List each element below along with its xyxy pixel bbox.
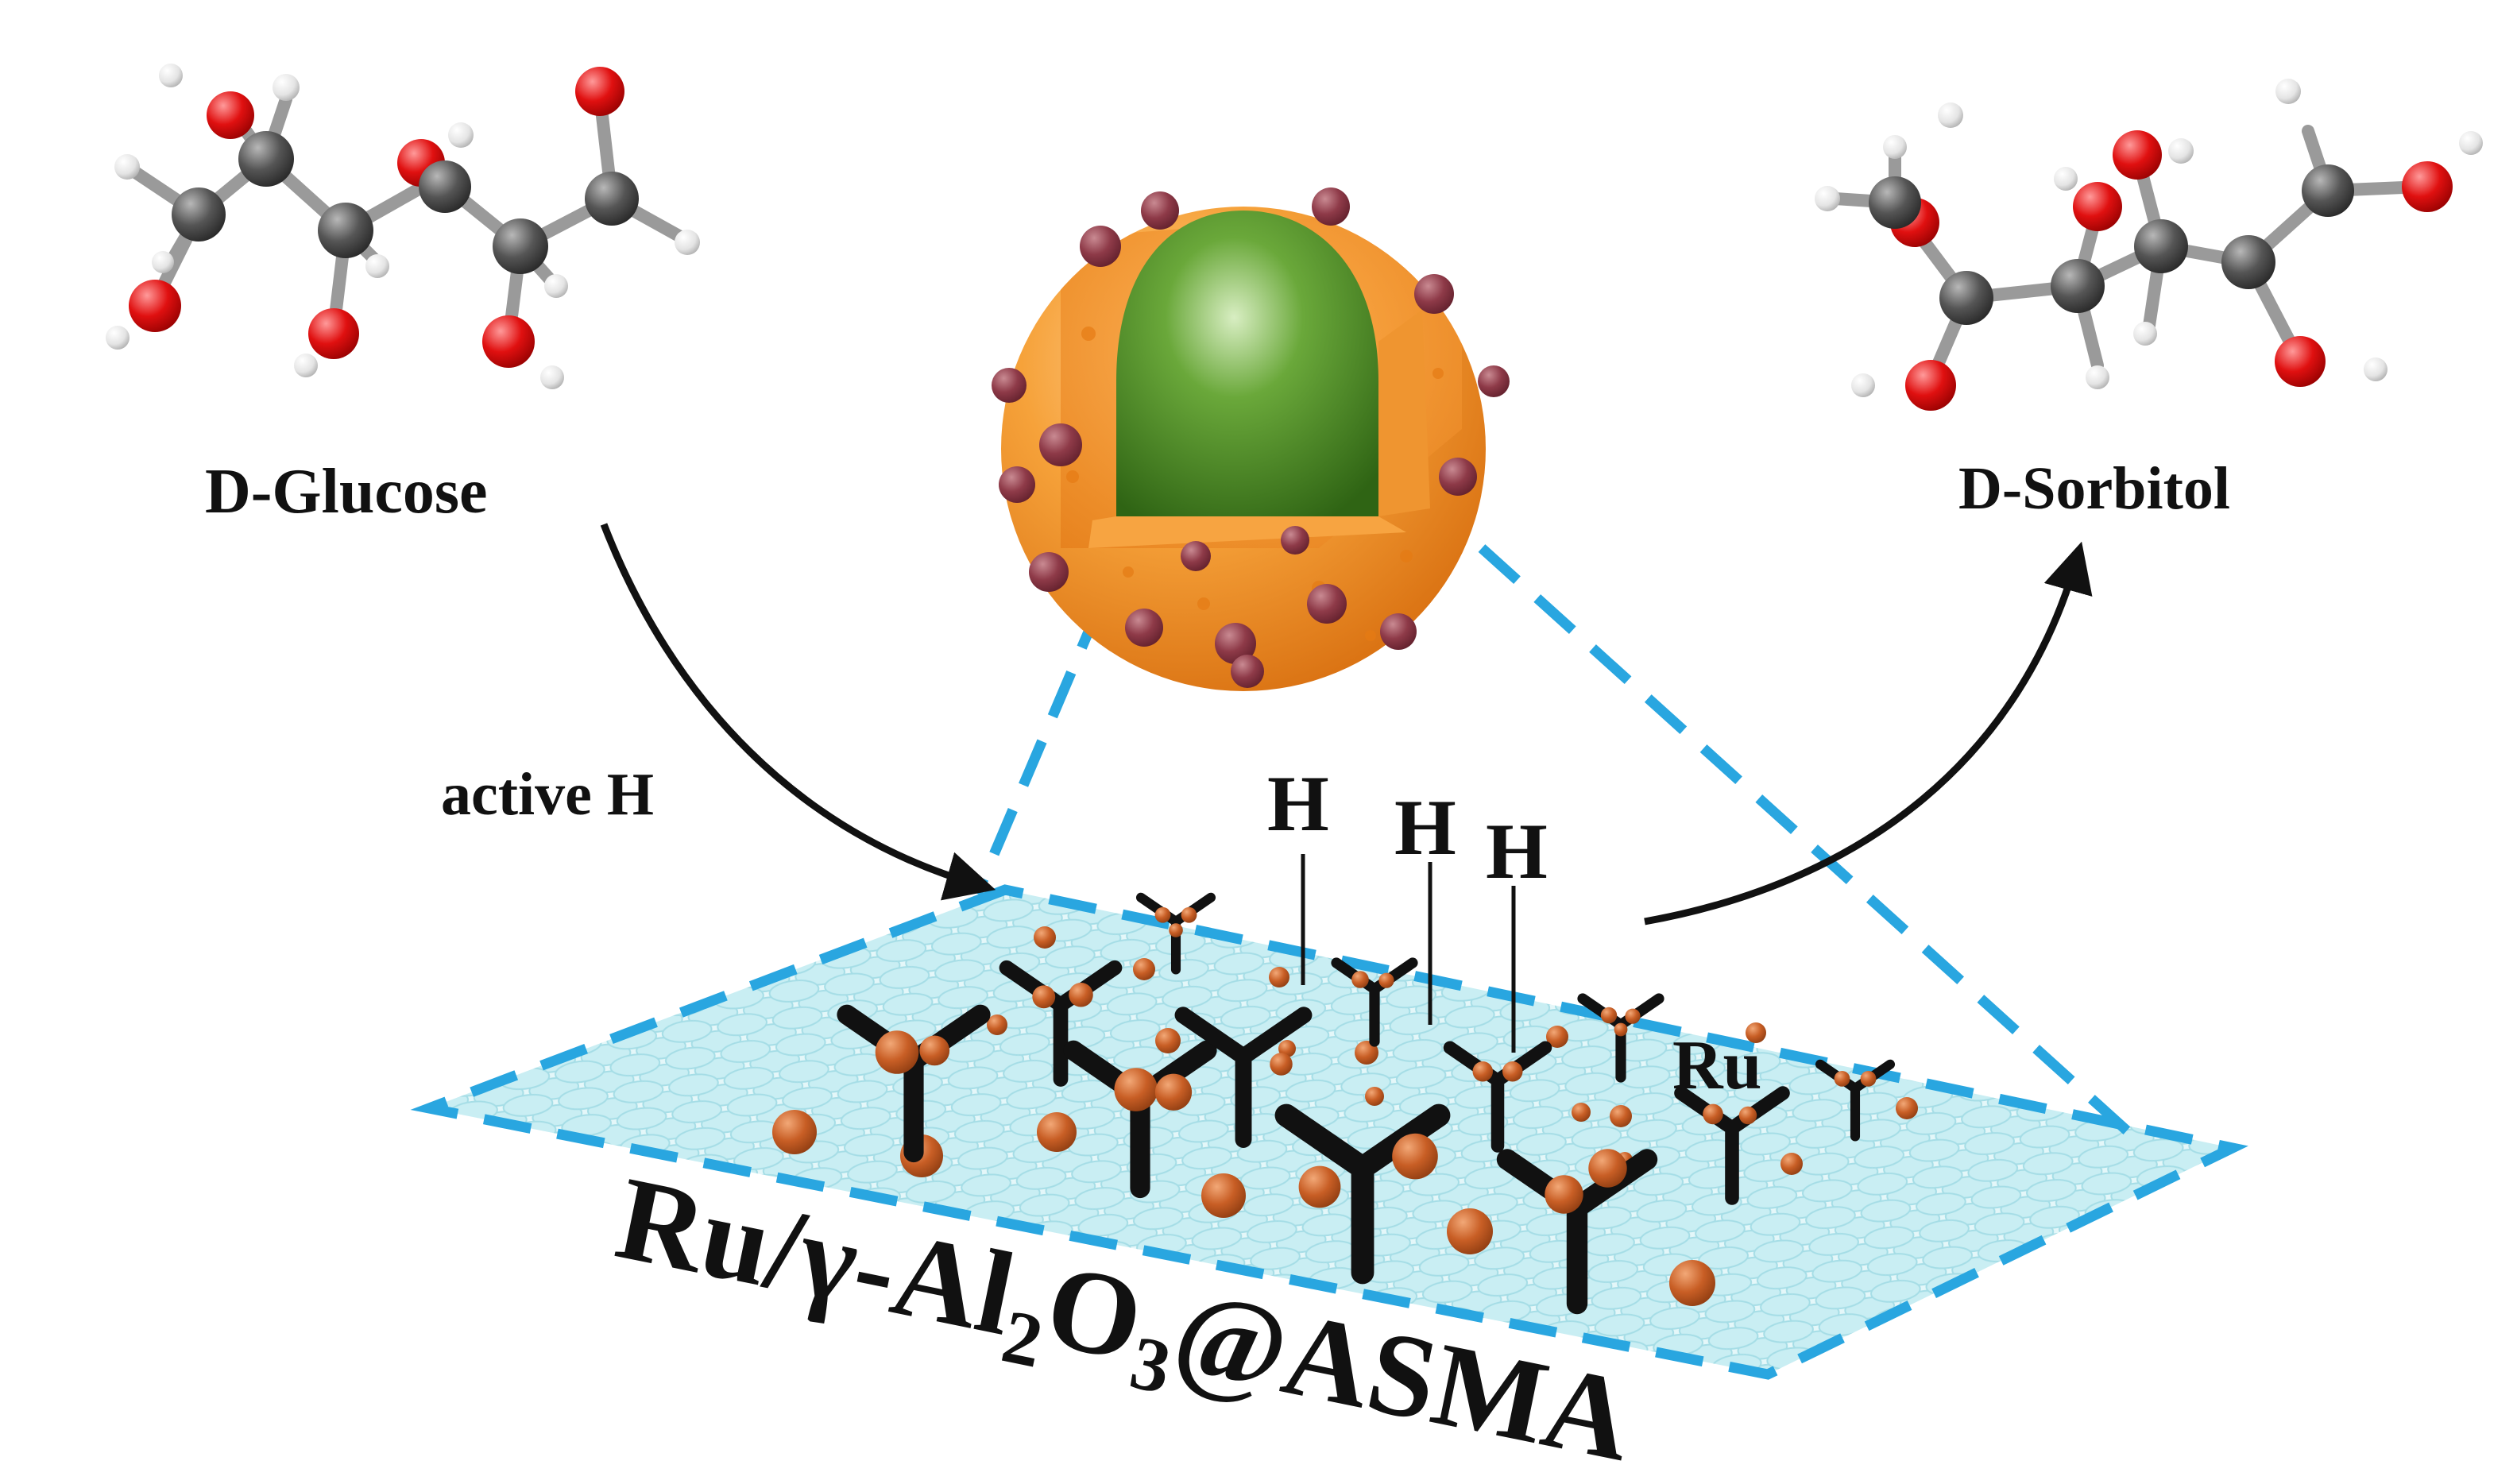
y-shaped-ligand-icon (837, 1004, 991, 1163)
hydrogen-label-1: H (1267, 759, 1329, 848)
y-shaped-ligand-icon (1815, 1059, 1896, 1142)
y-shaped-ligand-icon (1135, 892, 1216, 975)
ball-and-stick-molecule-icon (1815, 79, 2483, 411)
hydrogen-tethers (1301, 854, 1516, 1053)
active-sites (837, 892, 1896, 1315)
y-shaped-ligand-icon (1274, 1103, 1451, 1285)
projection-line-left (972, 601, 1105, 896)
y-shaped-ligand-icon (1063, 1040, 1217, 1199)
metal-label: Ru (1672, 1027, 1762, 1104)
hydrogen-label-3: H (1486, 807, 1548, 895)
y-shaped-ligand-icon (999, 960, 1123, 1087)
sphere-core (1116, 211, 1378, 516)
y-shaped-ligand-icon (1496, 1149, 1658, 1315)
y-shaped-ligand-icon (1674, 1086, 1790, 1205)
sorbitol-molecule: D-Sorbitol (1815, 79, 2483, 522)
ru-particles (772, 926, 1918, 1306)
reactant-label: D-Glucose (205, 457, 488, 527)
metal-particles (992, 187, 1510, 688)
y-shaped-ligand-icon (1331, 957, 1418, 1047)
support-surface (429, 890, 2233, 1374)
core-shell-sphere-icon (992, 187, 1510, 691)
ball-and-stick-molecule-icon (106, 64, 700, 389)
arrow-to-catalyst (600, 523, 996, 901)
y-shaped-ligand-icon (1577, 993, 1664, 1083)
hydrogen-label-2: H (1394, 783, 1456, 871)
y-shaped-ligand-icon (1443, 1041, 1552, 1153)
process-label: active H (441, 761, 654, 828)
product-label: D-Sorbitol (1958, 455, 2230, 522)
glucose-molecule: D-Glucose (106, 64, 700, 527)
support-surface-icon (429, 890, 2233, 1374)
y-shaped-ligand-icon (1174, 1007, 1313, 1148)
arrow-to-product (1644, 541, 2093, 926)
